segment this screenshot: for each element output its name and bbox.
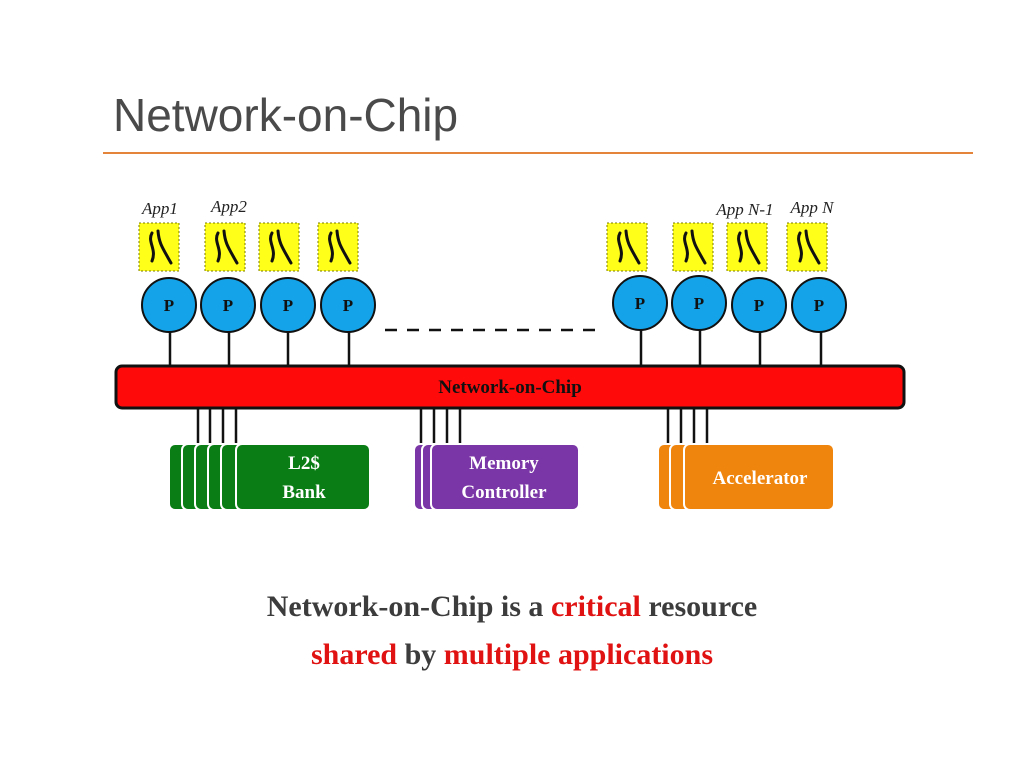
app-box-1 [138, 222, 180, 272]
processor-4: P [320, 277, 376, 333]
network-bar [114, 364, 906, 410]
caption-line-1: Network-on-Chip is a critical resource [0, 590, 1024, 624]
app-label-1: App1 [141, 199, 178, 218]
processor-5: P [612, 275, 668, 331]
caption-text: resource [648, 590, 758, 623]
accelerator-front [683, 443, 835, 511]
caption-line-2: shared by multiple applications [0, 638, 1024, 672]
caption-text: Network-on-Chip is a [266, 590, 544, 623]
processor-7: P [731, 277, 787, 333]
caption-highlight-critical: critical [550, 590, 641, 623]
processor-links [168, 328, 823, 366]
memory-controller-stack: Memory Controller [413, 443, 580, 511]
title-underline [103, 152, 973, 154]
app-box-6 [672, 222, 714, 272]
app-box-3 [258, 222, 300, 272]
app-label-n-1: App N-1 [715, 200, 773, 219]
network-label: Network-on-Chip [438, 377, 582, 398]
processor-2: P [200, 277, 256, 333]
app-label-n: App N [790, 198, 836, 217]
processor-label: P [223, 296, 233, 315]
processor-label: P [283, 296, 293, 315]
memory-links [196, 409, 709, 444]
accelerator-label: Accelerator [713, 468, 808, 489]
caption-text: by [404, 638, 437, 671]
app-box-2 [204, 222, 246, 272]
processor-1: P [141, 277, 197, 333]
app-box-4 [317, 222, 359, 272]
processor-6: P [671, 275, 727, 331]
l2-bank-line1: L2$ [288, 453, 320, 474]
app-box-7 [726, 222, 768, 272]
processor-label: P [635, 294, 645, 313]
l2-bank-stack: L2$ Bank [168, 443, 371, 511]
app-box-8 [786, 222, 828, 272]
caption-highlight-multiple: multiple applications [443, 638, 714, 671]
processor-3: P [260, 277, 316, 333]
memory-controller-front [430, 443, 580, 511]
accelerator-stack: Accelerator [657, 443, 835, 511]
caption-highlight-shared: shared [310, 638, 398, 671]
l2-bank-line2: Bank [282, 482, 326, 503]
app-label-2: App2 [210, 197, 247, 216]
processor-label: P [754, 296, 764, 315]
memory-controller-line1: Memory [469, 453, 539, 474]
processor-8: P [791, 277, 847, 333]
memory-controller-line2: Controller [461, 482, 547, 503]
l2-bank-front [235, 443, 371, 511]
processor-label: P [164, 296, 174, 315]
processor-label: P [343, 296, 353, 315]
app-box-5 [606, 222, 648, 272]
slide-title: Network-on-Chip [113, 89, 459, 141]
processor-label: P [814, 296, 824, 315]
processor-label: P [694, 294, 704, 313]
